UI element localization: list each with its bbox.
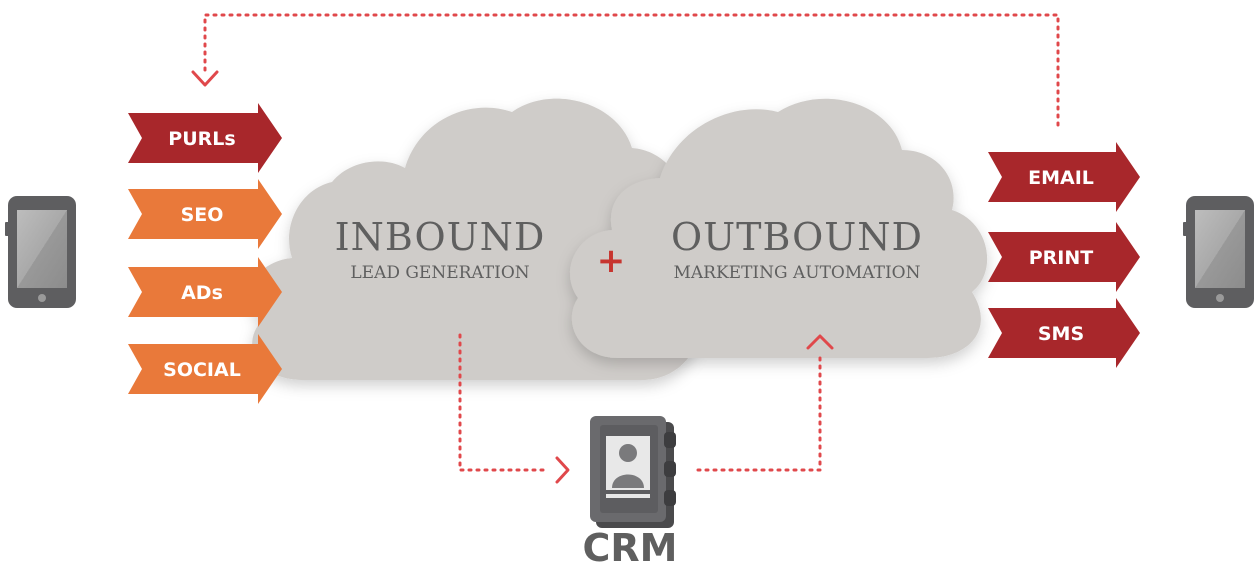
inbound-tag-seo: SEO xyxy=(128,179,282,249)
outbound-title: OUTBOUND xyxy=(671,215,923,259)
inbound-tag-label: PURLs xyxy=(168,128,235,150)
inbound-tag-label: SOCIAL xyxy=(163,359,241,381)
outbound-tag-label: PRINT xyxy=(1029,247,1094,269)
outbound-subtitle: MARKETING AUTOMATION xyxy=(673,263,920,283)
crm-label: CRM xyxy=(583,526,678,569)
inbound-channel-list: PURLs SEO ADs SOCIAL xyxy=(128,103,282,404)
plus-symbol: + xyxy=(597,241,626,281)
inbound-tag-social: SOCIAL xyxy=(128,334,282,404)
inbound-tag-label: SEO xyxy=(181,204,224,226)
inbound-title: INBOUND xyxy=(335,215,546,259)
inbound-tag-purls: PURLs xyxy=(128,103,282,173)
outbound-tag-sms: SMS xyxy=(988,298,1140,368)
outbound-tag-print: PRINT xyxy=(988,222,1140,292)
outbound-channel-list: EMAIL PRINT SMS xyxy=(988,142,1140,368)
feedback-loop-connector xyxy=(191,13,1060,127)
tablet-icon xyxy=(1183,196,1254,308)
tablet-icon xyxy=(5,196,76,308)
inbound-tag-ads: ADs xyxy=(128,257,282,327)
outbound-tag-email: EMAIL xyxy=(988,142,1140,212)
outbound-tag-label: EMAIL xyxy=(1028,167,1094,189)
outbound-tag-label: SMS xyxy=(1038,323,1084,345)
crm-address-book-icon xyxy=(590,416,676,528)
inbound-tag-label: ADs xyxy=(181,282,223,304)
inbound-to-crm-connector xyxy=(458,333,570,484)
crm-to-outbound-connector xyxy=(696,334,834,472)
inbound-subtitle: LEAD GENERATION xyxy=(350,263,529,283)
outbound-cloud xyxy=(570,98,988,358)
